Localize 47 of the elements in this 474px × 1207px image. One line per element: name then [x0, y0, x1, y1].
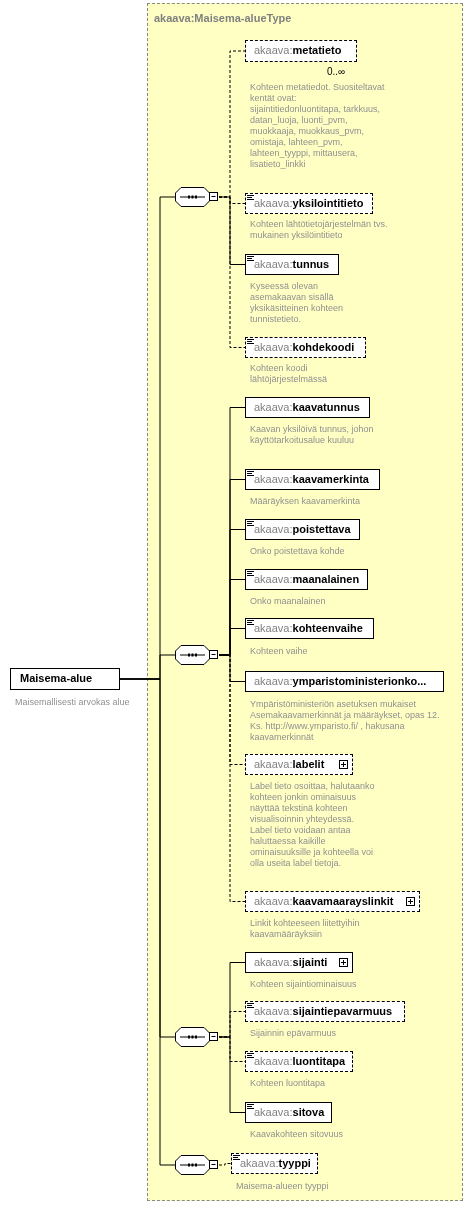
description-text: Kohteen luontitapa — [250, 1078, 327, 1089]
connector-line — [218, 1163, 232, 1166]
element-box: akaava:kaavamaarayslinkit — [245, 891, 420, 912]
sequence-compositor — [175, 187, 219, 207]
description-text: Linkit kohteeseen liitettyihin kaavamääräyksiin — [250, 918, 361, 940]
description-text: Kohteen metatiedot. Suositeltavat kentät ovat: sijaintitiedonluontitapa, tarkkuus, datan_luoja, luonti_pvm, muokkaaja, muokkaus_pvm, omistaja, lahteen_pvm, lahteen_tyyppi, mittausera, lisatieto_linkki — [250, 82, 386, 170]
element-box: akaava:kohteenvaihe — [245, 618, 374, 639]
description-text: Onko poistettava kohde — [250, 546, 346, 557]
description-text: Kohteen vaihe — [250, 646, 309, 657]
element-box: akaava:kaavamerkinta — [245, 469, 380, 490]
description-text: Kaavan yksilöivä tunnus, johon käyttötarkoitusalue kuuluu — [250, 424, 375, 446]
element-box: akaava:kohdekoodi — [245, 337, 366, 358]
description-text: Kohteen sijaintiominaisuus — [250, 979, 358, 990]
description-text: Maisemallisesti arvokas alue — [15, 697, 131, 708]
type-container — [147, 3, 463, 1201]
description-text: Kohteen koodi lähtöjärjestelmässä — [250, 363, 329, 385]
description-text: Maisema-alueen tyyppi — [236, 1181, 330, 1192]
element-box: akaava:ymparistoministerionko... — [245, 671, 444, 692]
description-text: Kyseessä olevan asemakaavan sisällä yksikäsitteinen kohteen tunnistetieto. — [250, 281, 345, 325]
element-box: akaava:kaavatunnus — [245, 397, 370, 418]
element-box: akaava:yksilointitieto — [245, 193, 373, 214]
description-text: Ympäristöministeriön asetuksen mukaiset Asemakaavamerkinnät ja määräykset, opas 12. Ks. http://www.ymparisto.fi/ , hakusana kaavamerkinnät — [250, 699, 441, 743]
description-text: Label tieto osoittaa, halutaanko kohteen jonkin ominaisuus näyttää tekstinä kohteen visualisoinnin yhteydessä. Label tieto voidaan antaa haluttaessa kaikille ominaisuuksille ja kohteella voi olla useita label tietoja. — [250, 781, 375, 869]
sequence-compositor — [175, 1027, 219, 1047]
description-text: Sijainnin epävarmuus — [250, 1028, 338, 1039]
description-text: Kohteen lähtötietojärjestelmän tvs. mukainen yksilöintitieto — [250, 219, 389, 241]
description-text: Onko maanalainen — [250, 596, 327, 607]
element-box: akaava:labelit — [245, 754, 353, 775]
description-text: Määräyksen kaavamerkinta — [250, 496, 362, 507]
element-box: akaava:maanalainen — [245, 569, 368, 590]
connector-line — [218, 196, 246, 348]
element-box: akaava:tunnus — [245, 254, 339, 275]
sequence-compositor — [175, 1155, 219, 1175]
root-element-box: Maisema-alue — [10, 668, 120, 690]
element-box: akaava:luontitapa — [245, 1051, 353, 1072]
description-text: Kaavakohteen sitovuus — [250, 1129, 345, 1140]
connector-line — [218, 1036, 246, 1113]
element-box: akaava:poistettava — [245, 519, 360, 540]
element-box: akaava:sijaintiepavarmuus — [245, 1001, 405, 1022]
type-title: akaava:Maisema-alueType — [154, 12, 292, 24]
multiplicity-label: 0..∞ — [327, 66, 347, 77]
element-box: akaava:metatieto — [245, 40, 357, 62]
connector-line — [119, 678, 176, 1166]
element-box: akaava:tyyppi — [231, 1153, 318, 1174]
element-box: akaava:sijainti — [245, 952, 353, 973]
sequence-compositor — [175, 645, 219, 665]
element-box: akaava:sitova — [245, 1102, 332, 1123]
